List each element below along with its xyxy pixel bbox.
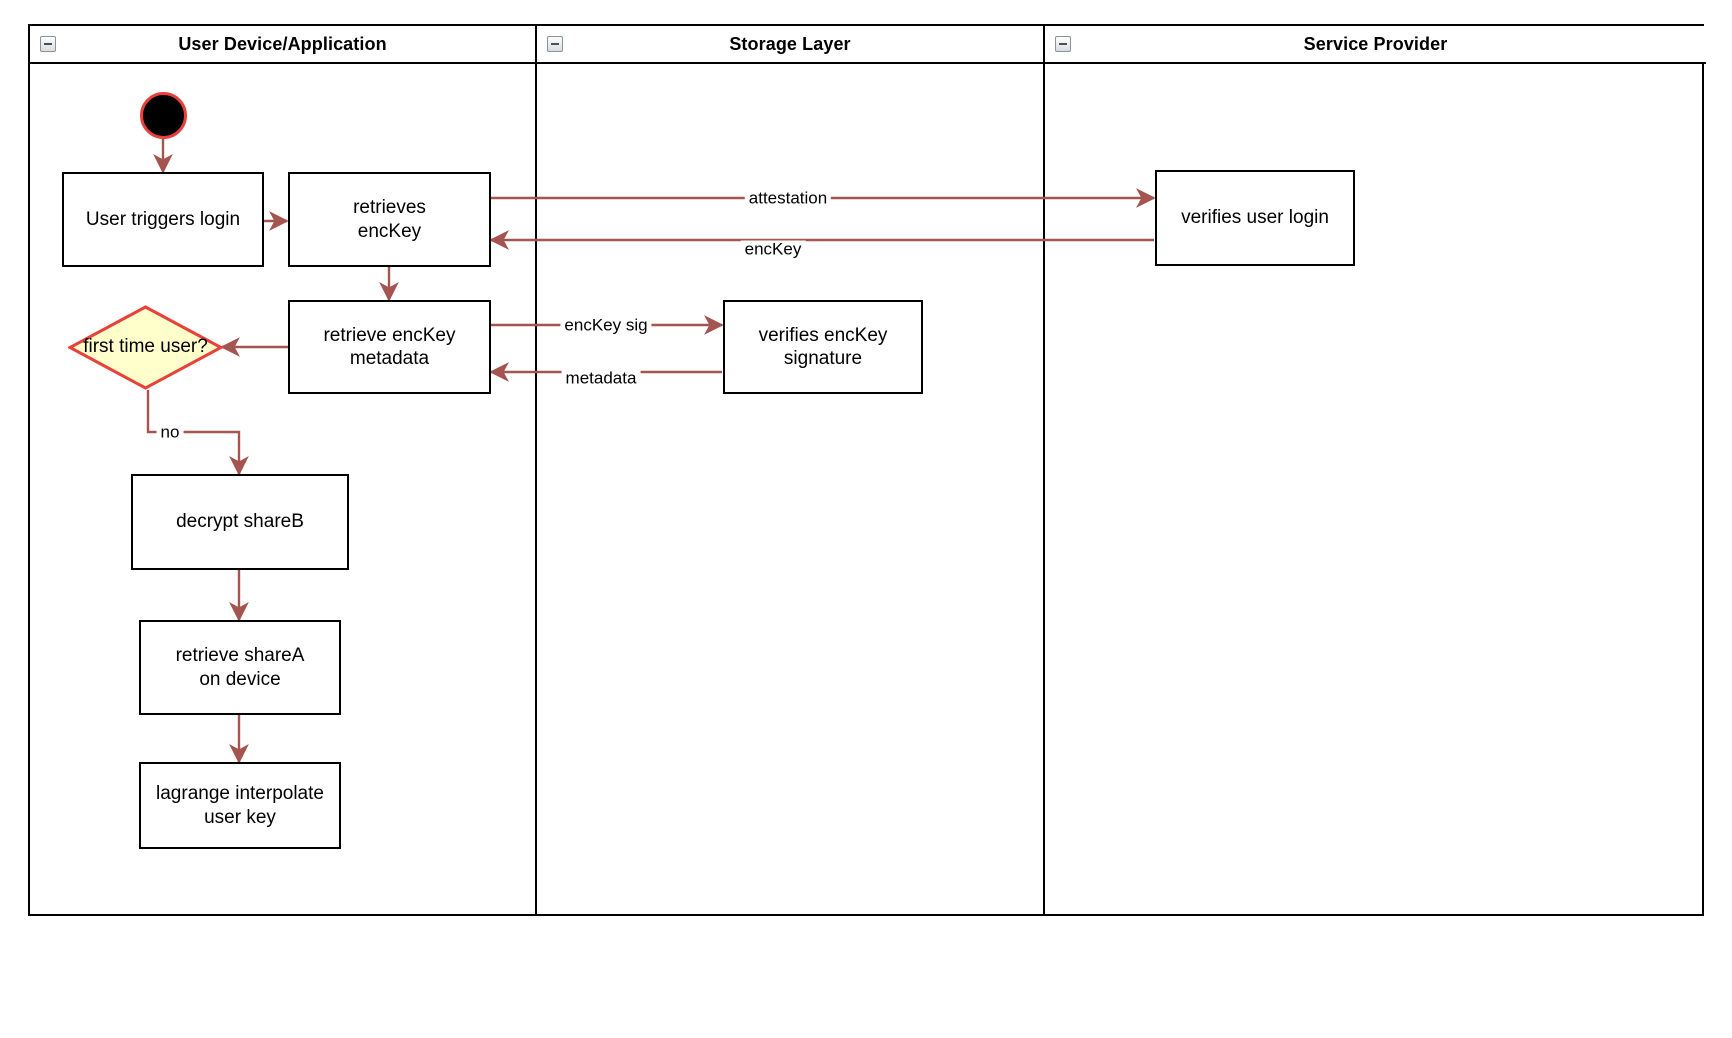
node-retrieve-enckey-metadata[interactable]: retrieve encKey metadata (288, 300, 491, 394)
edge-label-no: no (156, 423, 184, 441)
node-first-time-user-decision[interactable]: first time user? (68, 305, 223, 390)
lane-storage-layer[interactable]: Storage Layer (535, 26, 1043, 914)
node-label-verifies-enckey-sig-line1: verifies encKey (758, 324, 888, 346)
node-label-retrieve-sharea-line2: on device (199, 668, 281, 690)
node-label-retrieve-enckey-metadata-line2: metadata (349, 348, 430, 369)
node-label-lagrange-line2: user key (204, 806, 276, 828)
edge-label-enckey-sig: encKey sig (560, 316, 652, 334)
node-label-user-triggers-login: User triggers login (85, 208, 241, 230)
node-verifies-enckey-signature[interactable]: verifies encKey signature (723, 300, 923, 394)
lane-user-device[interactable]: User Device/Application (30, 26, 535, 914)
node-verifies-user-login[interactable]: verifies user login (1155, 170, 1355, 266)
node-retrieves-enckey[interactable]: retrieves encKey (288, 172, 491, 267)
lane-header-user-device: User Device/Application (30, 26, 535, 64)
start-node[interactable] (140, 92, 187, 139)
collapse-minus-icon[interactable] (40, 36, 56, 52)
node-label-retrieve-enckey-metadata-line1: retrieve encKey (323, 324, 456, 346)
edge-label-metadata: metadata (561, 369, 641, 387)
node-label-first-time-user: first time user? (68, 305, 223, 390)
lane-title-storage-layer: Storage Layer (729, 33, 851, 54)
node-label-verifies-user-login: verifies user login (1181, 207, 1329, 229)
collapse-minus-icon[interactable] (547, 36, 563, 52)
decision-label-line1: first time (83, 336, 155, 358)
edge-label-attestation: attestation (744, 189, 832, 207)
node-label-decrypt-shareb: decrypt shareB (176, 511, 304, 533)
node-label-lagrange-line1: lagrange interpolate (156, 783, 324, 805)
node-decrypt-shareb[interactable]: decrypt shareB (131, 474, 349, 570)
lane-title-service-provider: Service Provider (1303, 33, 1448, 54)
lane-title-user-device: User Device/Application (178, 33, 387, 54)
edge-label-enckey: encKey (740, 240, 806, 258)
lane-header-service-provider: Service Provider (1045, 26, 1706, 64)
node-lagrange-interpolate-user-key[interactable]: lagrange interpolate user key (139, 762, 341, 849)
decision-label-line2: user? (160, 336, 208, 358)
node-user-triggers-login[interactable]: User triggers login (62, 172, 264, 267)
lane-header-storage-layer: Storage Layer (537, 26, 1043, 64)
node-retrieve-sharea-on-device[interactable]: retrieve shareA on device (139, 620, 341, 715)
node-label-verifies-enckey-sig-line2: signature (783, 348, 863, 369)
node-label-retrieve-sharea-line1: retrieve shareA (175, 645, 305, 667)
lane-service-provider[interactable]: Service Provider (1043, 26, 1706, 914)
decision-shape (68, 305, 223, 390)
collapse-minus-icon[interactable] (1055, 36, 1071, 52)
node-label-retrieves-enckey-line1: retrieves (353, 197, 426, 219)
node-label-retrieves-enckey-line2: encKey (357, 220, 422, 242)
